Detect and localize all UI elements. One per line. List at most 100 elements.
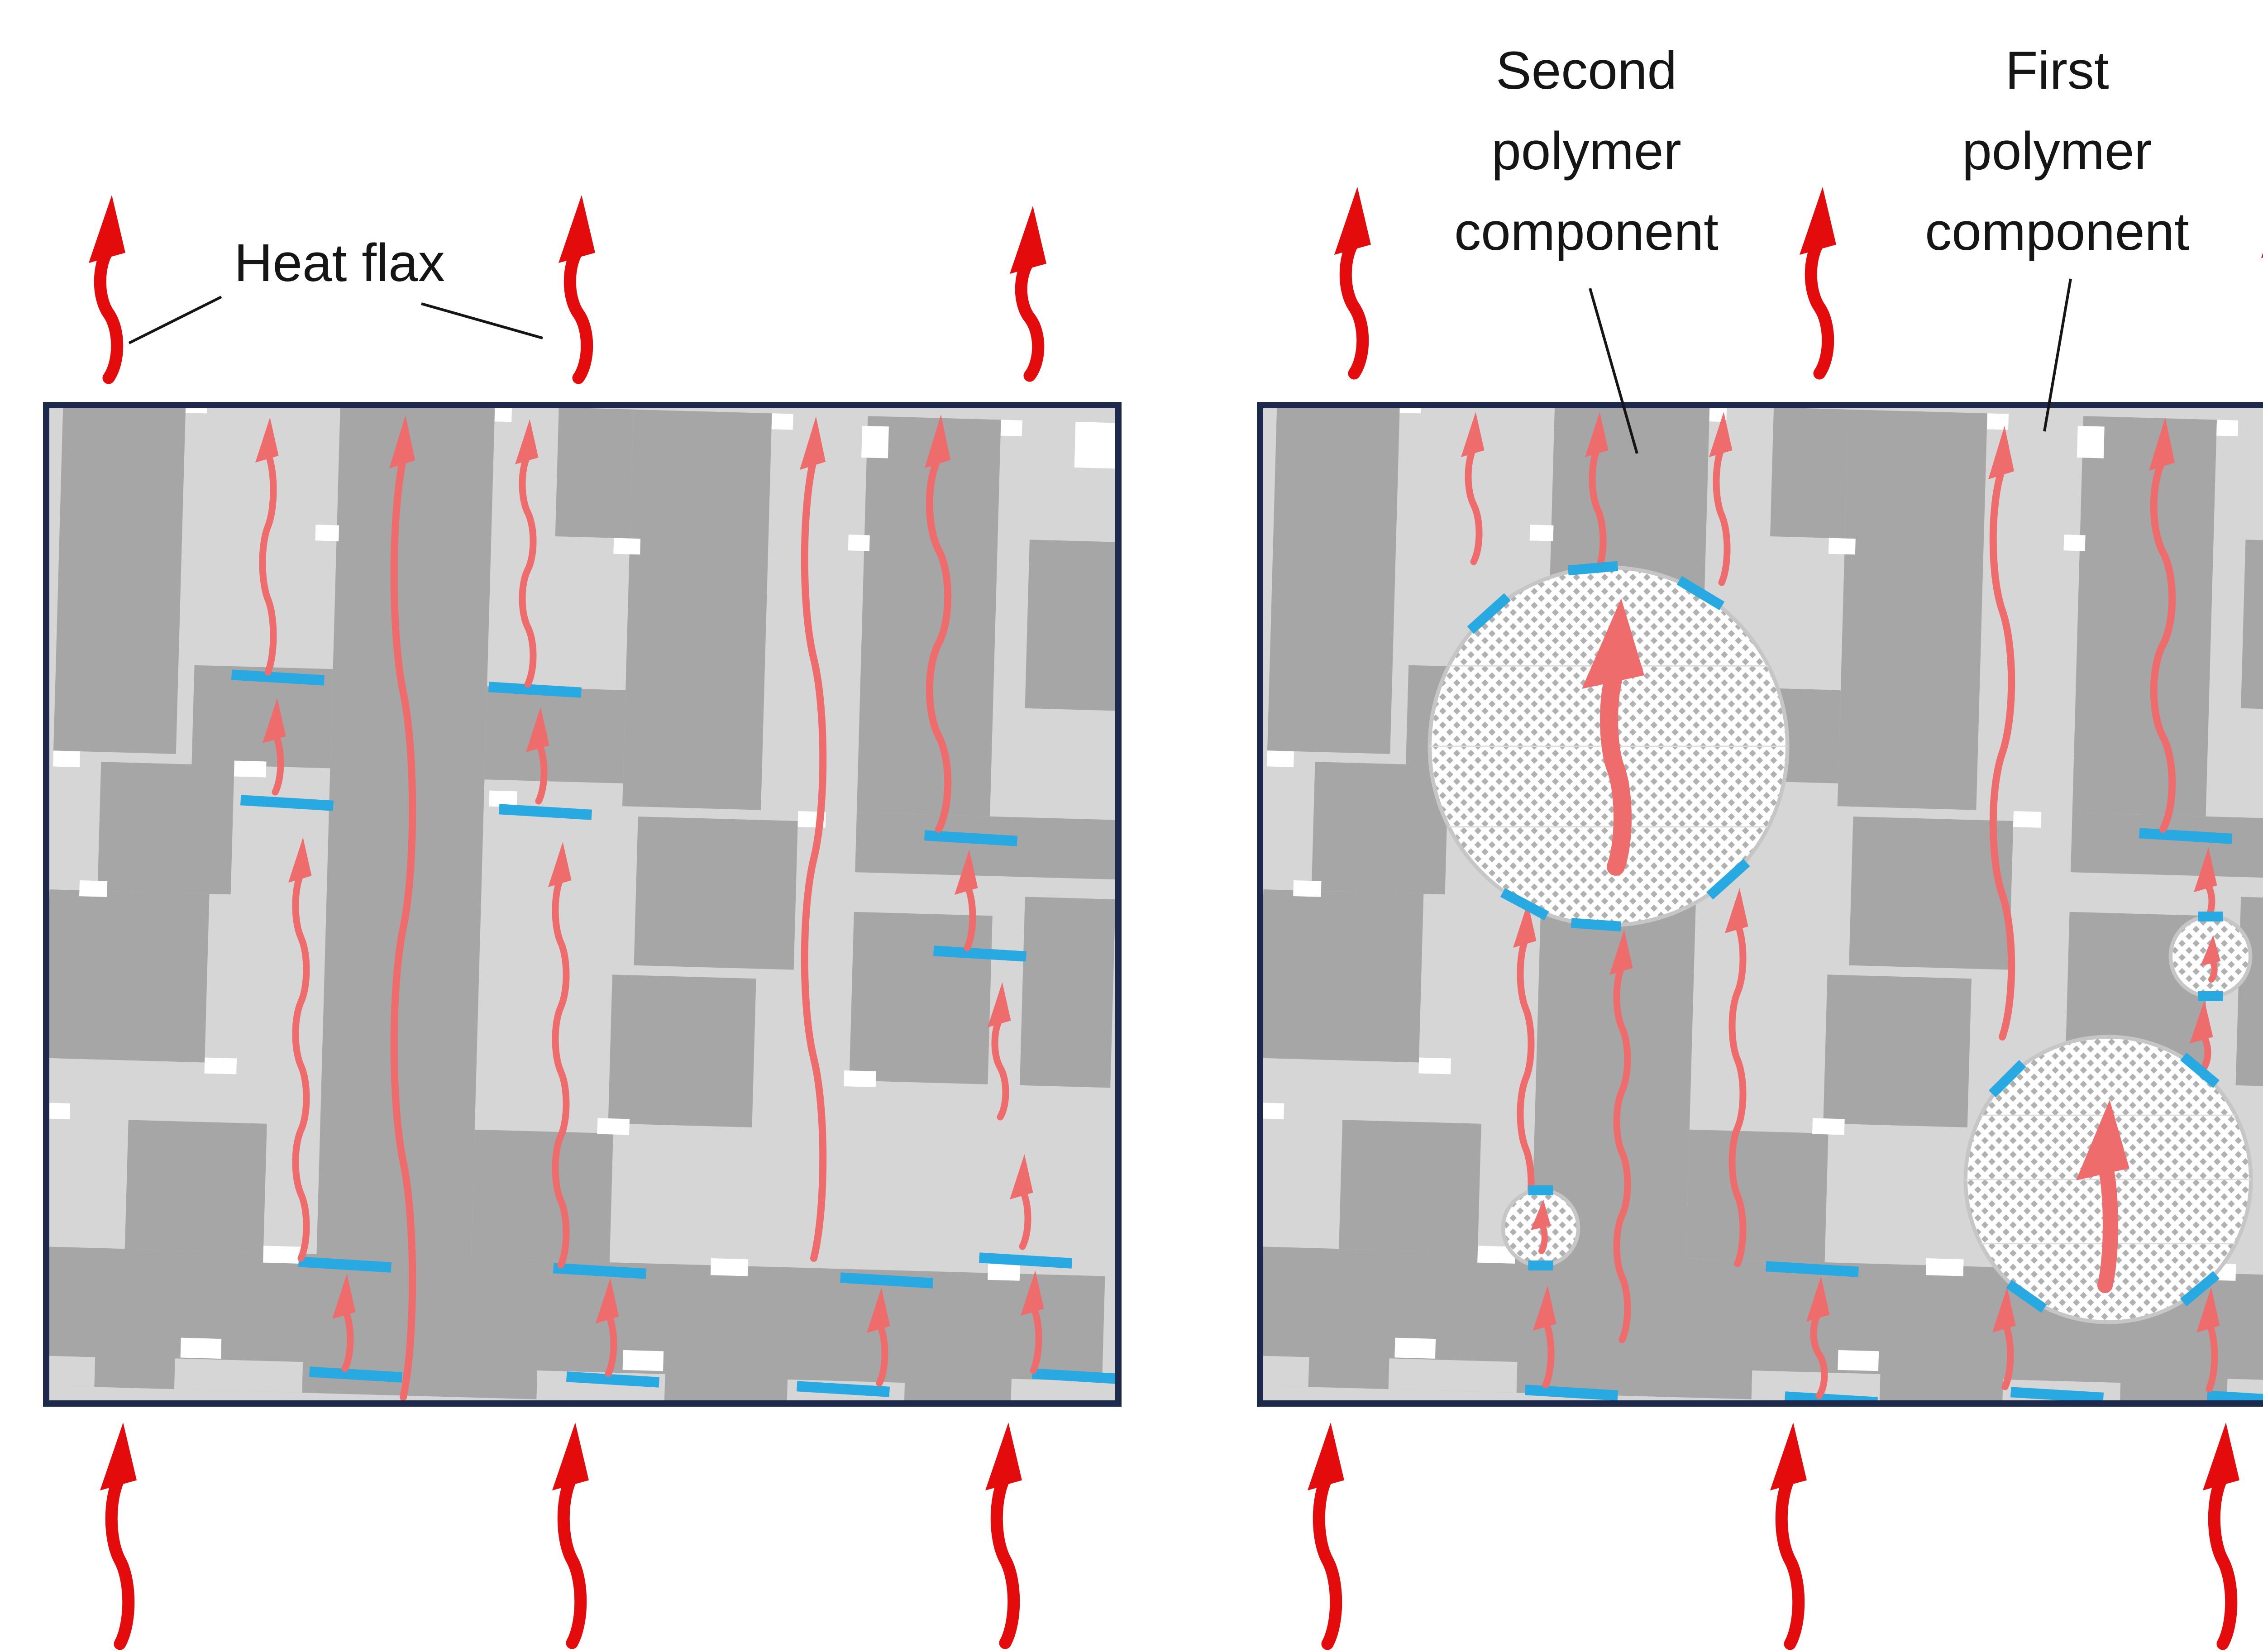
heat-flux-leader-right [421,302,543,339]
void-gap-white [315,525,339,541]
heat-flux-arrow [100,1423,137,1650]
heat-flux-arrow [89,195,125,384]
interface-segment [979,1252,1073,1269]
void-gap-white [53,750,80,768]
polymer-matrix-light [1263,1355,1309,1387]
void-gap-white [771,413,793,430]
heat-flux-leader-left [128,296,222,344]
heat-flow-arrow-short [1513,902,1537,1222]
heat-flux-arrow [2203,1423,2239,1650]
arrow-head [2076,1100,2129,1180]
arrow-shaft [259,450,277,676]
void-gap-white [494,408,512,422]
interface-segment [2180,1052,2220,1088]
heat-flow-arrow-short [1609,930,1633,1343]
arrow-head [2203,1423,2239,1490]
arrow-head [1800,187,1836,255]
arrow-shaft [1019,1187,1031,1250]
heat-flux-arrow [1010,206,1046,382]
composite-interior-right [1263,408,2263,1400]
interface-segment [2206,1390,2263,1400]
arrow-shaft [272,731,284,796]
void-gap-white [861,425,889,458]
heat-flux-arrow [1770,1423,1807,1650]
arrow-head [1725,888,1748,933]
interface-segment [309,1366,403,1383]
arrow-shaft [2097,1156,2118,1293]
heat-flow-arrow-short [332,1274,356,1372]
heat-flux-label: Heat flax [234,233,445,293]
polymer-block-dark [124,1120,267,1253]
arrow-head [2196,1287,2220,1332]
second-polymer-line1: Second [1496,41,1677,100]
first-polymer-line2: polymer [1962,121,2152,181]
arrow-head [1992,1287,2016,1332]
arrow-shaft [1030,1303,1042,1374]
polymer-block-dark [1267,408,1400,754]
first-polymer-line1: First [2005,41,2109,100]
arrow-head [1609,930,1633,975]
heat-flux-arrows-top-right [1334,187,2263,380]
arrow-shaft [605,1311,617,1377]
second-polymer-droplet [1501,1185,1580,1270]
second-polymer-droplet [2168,912,2253,1001]
arrow-shaft [390,454,416,1400]
void-gap-white [844,1070,876,1088]
arrow-shaft [557,1471,587,1649]
droplet-interface-tick [2198,912,2223,921]
void-gap-white [988,1263,1020,1281]
void-gap-white [1394,1337,1436,1359]
arrow-shaft [341,1306,354,1372]
polymer-matrix-light [49,1355,95,1387]
interface-segment [1031,1368,1115,1385]
polymer-block-dark [2235,897,2263,1088]
void-gap-white [2063,535,2086,551]
interface-segment [553,1263,647,1279]
arrow-head [867,1288,890,1333]
arrow-shaft [105,1471,135,1650]
polymer-block-dark [855,812,1115,880]
heat-flux-arrow [552,1423,589,1649]
arrow-shaft [964,882,976,951]
interface-segment [1571,918,1622,931]
heat-flux-arrow [985,1423,1022,1649]
interface-segment [566,1371,660,1388]
heat-flux-arrow [1334,187,1371,380]
heat-flux-arrow [1308,1423,1344,1650]
polymer-block-dark [2071,812,2263,880]
arrow-head [1308,1423,1344,1490]
heat-flux-arrows-bottom-left [100,1423,1022,1650]
first-polymer-line3: component [1925,202,2189,262]
arrow-head [2190,1000,2213,1044]
heat-flow-arrow-long [925,415,952,833]
interface-segment [933,945,1027,962]
heat-flow-arrow-short [1806,1276,1830,1399]
void-gap-white [263,1246,301,1264]
heat-flux-arrow [2261,253,2263,258]
polymer-block-dark [1020,897,1115,1088]
arrow-head [1770,1423,1807,1490]
heat-flow-arrow-short [2190,1000,2213,1074]
arrow-shaft [1538,1221,1548,1254]
polymer-block-dark [97,762,234,895]
arrow-shaft [94,243,124,384]
arrow-shaft [1810,1309,1828,1399]
interface-segment [2180,1271,2220,1307]
void-gap-white [180,1337,222,1359]
interface-segment [1524,1385,1618,1400]
polymer-matrix-light [1010,1379,1103,1400]
void-gap-white [1812,1118,1845,1135]
arrow-head [526,707,549,752]
arrow-head [1531,1199,1551,1230]
droplet-interface-tick [2198,991,2223,1001]
void-gap-white [710,1258,749,1276]
heat-flow-arrow-droplet [1582,598,1644,876]
heat-flow-arrow-droplet [1531,1199,1551,1254]
arrow-head [1513,902,1537,948]
void-gap-white [597,1118,630,1135]
interface-segment [924,830,1018,846]
void-gap-white [79,880,108,897]
heat-flow-arrow-short [2196,1287,2220,1393]
void-gap-white [1529,525,1554,541]
